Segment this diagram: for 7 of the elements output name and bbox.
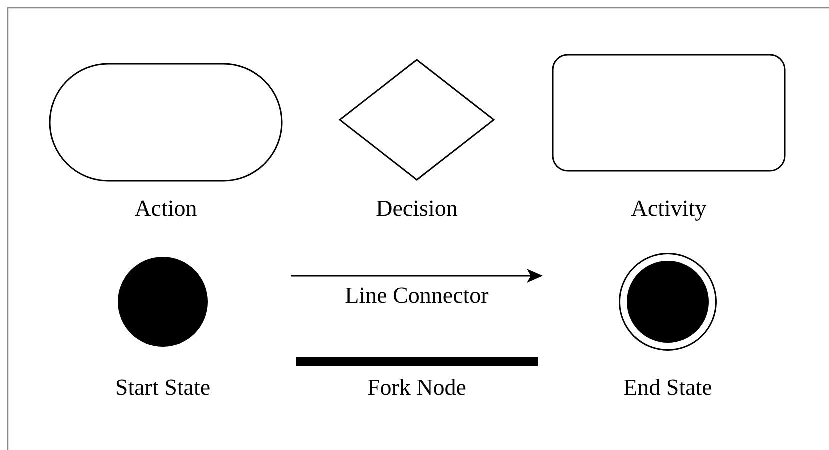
symbol-label: Start State [115, 375, 211, 401]
symbol-label: Line Connector [345, 283, 489, 309]
symbol-label: Decision [376, 196, 458, 222]
symbol-label: Action [134, 196, 198, 222]
symbol-label: Fork Node [367, 375, 467, 401]
symbol-label: End State [624, 375, 712, 401]
symbol-label: Activity [631, 196, 707, 222]
